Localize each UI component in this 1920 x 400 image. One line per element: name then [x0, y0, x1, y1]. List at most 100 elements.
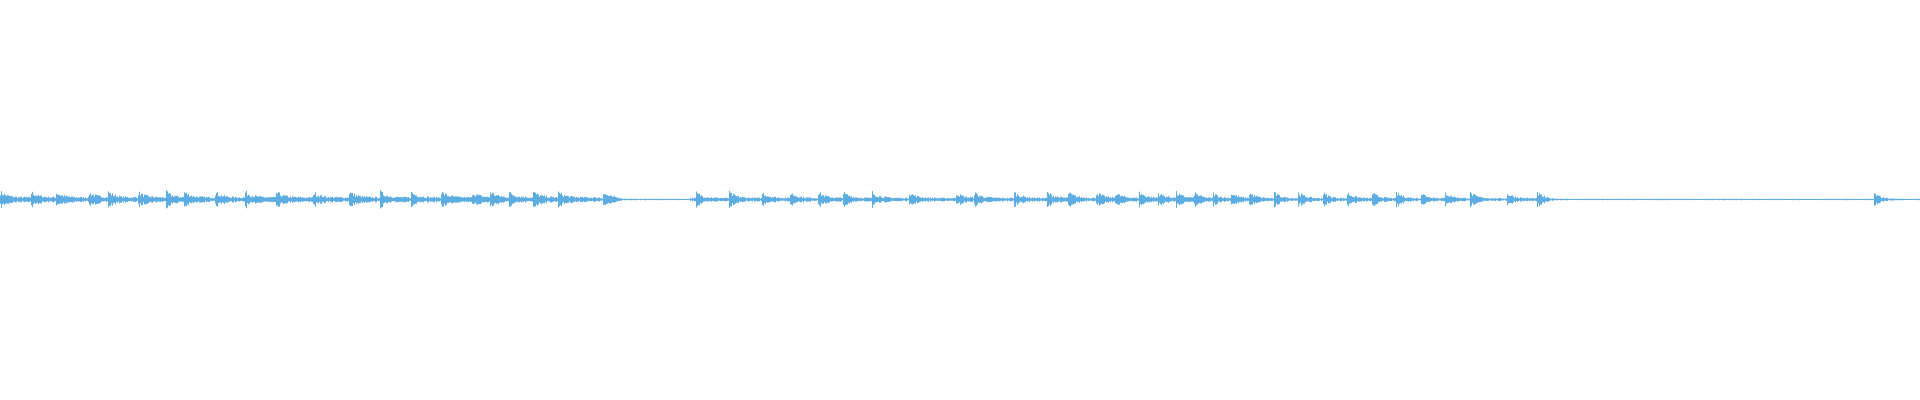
waveform-sample: [597, 197, 598, 202]
waveform-sample: [7, 194, 8, 205]
waveform-sample: [916, 197, 917, 202]
waveform-sample: [307, 198, 308, 201]
waveform-sample: [1663, 198, 1664, 201]
waveform-sample: [1383, 198, 1384, 201]
waveform-sample: [1871, 198, 1872, 201]
waveform-sample: [21, 196, 22, 203]
waveform-sample: [1411, 197, 1412, 202]
waveform-sample: [1104, 195, 1105, 204]
waveform-sample: [1054, 197, 1055, 202]
waveform-sample: [444, 195, 445, 204]
waveform-sample: [1259, 197, 1260, 202]
waveform-sample: [360, 195, 361, 204]
waveform-sample: [1858, 198, 1859, 201]
waveform-sample: [1677, 198, 1678, 201]
waveform-sample: [1665, 198, 1666, 201]
waveform-sample: [506, 197, 507, 202]
waveform-sample: [1884, 198, 1885, 201]
waveform-sample: [522, 197, 523, 202]
waveform-sample: [1305, 196, 1306, 203]
waveform-sample: [636, 198, 637, 201]
waveform-sample: [78, 197, 79, 202]
waveform-sample: [843, 194, 844, 205]
waveform-sample: [930, 197, 931, 202]
waveform-sample: [673, 199, 674, 200]
waveform-sample: [1198, 195, 1199, 204]
waveform-sample: [248, 194, 249, 205]
waveform-sample: [1625, 199, 1626, 200]
waveform-sample: [1494, 198, 1495, 201]
waveform-sample: [1864, 198, 1865, 201]
waveform-sample: [940, 198, 941, 201]
waveform-sample: [488, 197, 489, 202]
waveform-sample: [1648, 199, 1649, 200]
waveform-sample: [261, 196, 262, 203]
waveform-sample: [1347, 194, 1348, 205]
waveform-sample: [1593, 199, 1594, 200]
waveform-sample: [1733, 198, 1734, 201]
waveform-sample: [361, 197, 362, 202]
waveform-sample: [1087, 198, 1088, 201]
waveform-sample: [1195, 192, 1196, 207]
waveform-sample: [920, 197, 921, 202]
waveform-sample: [42, 197, 43, 202]
waveform-sample: [1509, 195, 1510, 204]
waveform-sample: [40, 195, 41, 204]
waveform-sample: [1102, 194, 1103, 205]
waveform-sample: [1623, 199, 1624, 200]
waveform-sample: [632, 199, 633, 200]
waveform-sample: [866, 197, 867, 202]
waveform-sample: [688, 199, 689, 200]
waveform-sample: [1440, 198, 1441, 201]
waveform-sample: [1070, 192, 1071, 207]
waveform-sample: [665, 199, 666, 200]
waveform-sample: [45, 196, 46, 203]
waveform-sample: [1900, 198, 1901, 201]
waveform-sample: [1488, 198, 1489, 201]
waveform-sample: [937, 197, 938, 202]
waveform-sample: [364, 196, 365, 203]
waveform-sample: [824, 197, 825, 202]
waveform-sample: [1793, 198, 1794, 201]
waveform-sample: [764, 196, 765, 203]
waveform-sample: [1886, 197, 1887, 202]
waveform-sample: [876, 196, 877, 203]
waveform-sample: [148, 195, 149, 204]
waveform-sample: [633, 198, 634, 201]
waveform-sample: [1229, 198, 1230, 201]
waveform-sample: [1526, 197, 1527, 202]
waveform-sample: [276, 193, 277, 206]
waveform-sample: [683, 199, 684, 200]
waveform-sample: [1135, 197, 1136, 202]
waveform-sample: [1267, 197, 1268, 202]
waveform-sample: [1800, 199, 1801, 200]
waveform-sample: [801, 196, 802, 203]
waveform-sample: [693, 198, 694, 201]
waveform-sample: [1453, 197, 1454, 202]
waveform-sample: [426, 198, 427, 201]
waveform-sample: [669, 198, 670, 201]
waveform-sample: [1697, 198, 1698, 201]
waveform-sample: [1732, 199, 1733, 200]
waveform-sample: [782, 197, 783, 202]
waveform-sample: [694, 197, 695, 202]
waveform-sample: [322, 197, 323, 202]
waveform-sample: [1839, 198, 1840, 201]
waveform-sample: [1473, 194, 1474, 205]
waveform-sample: [645, 198, 646, 201]
waveform-sample: [1577, 199, 1578, 200]
waveform-sample: [999, 197, 1000, 202]
waveform-sample: [929, 198, 930, 201]
waveform-sample: [1213, 192, 1214, 207]
waveform-sample: [1535, 198, 1536, 201]
waveform-sample: [853, 196, 854, 203]
waveform-sample: [935, 197, 936, 202]
waveform-sample: [511, 193, 512, 206]
waveform-sample: [1270, 198, 1271, 201]
waveform-sample: [1450, 196, 1451, 203]
waveform-sample: [461, 197, 462, 202]
waveform-sample: [815, 198, 816, 201]
waveform-sample: [405, 196, 406, 203]
waveform-sample: [1150, 197, 1151, 202]
